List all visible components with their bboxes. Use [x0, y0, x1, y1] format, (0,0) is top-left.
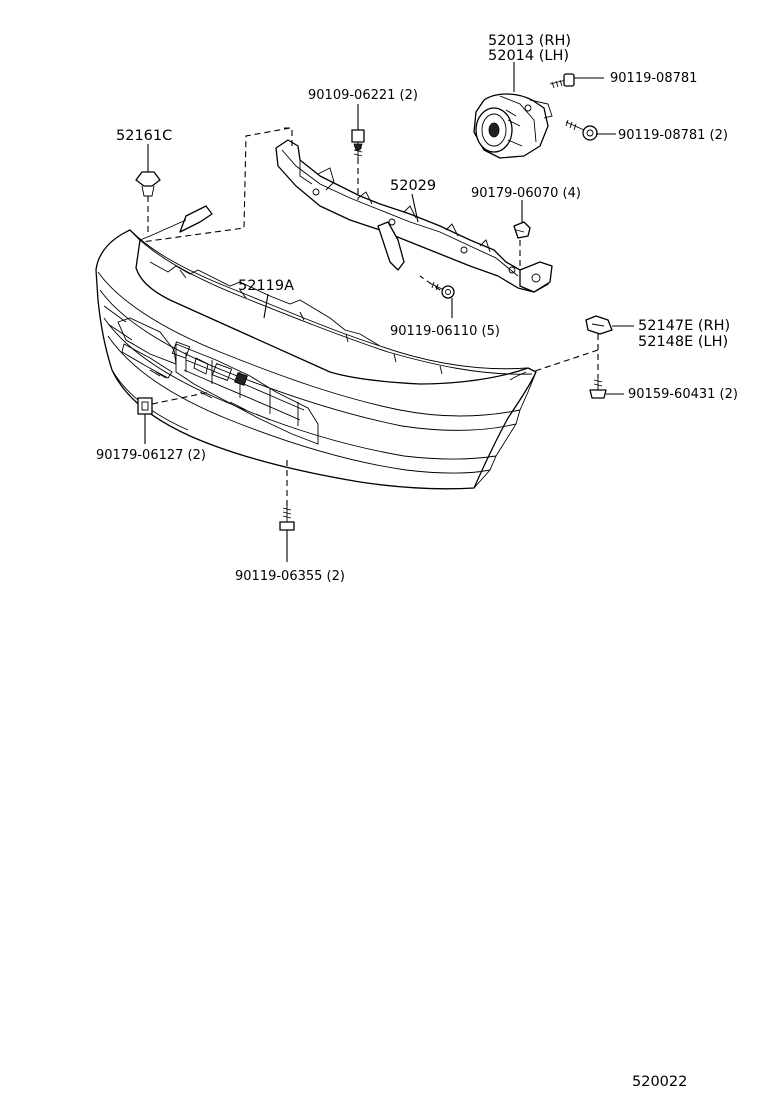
label-retainer-left: 52161C	[116, 128, 172, 144]
fog-lamp	[473, 93, 553, 159]
label-bolt-reinforcement: 90119-06110 (5)	[390, 324, 500, 339]
label-screw-lamp-lower: 90119-08781 (2)	[618, 128, 728, 143]
label-retainer-lh: 52148E (LH)	[638, 334, 728, 350]
label-retainer-rh: 52147E (RH)	[638, 318, 730, 334]
label-reinforcement: 52029	[390, 178, 436, 194]
label-lamp-lh: 52014 (LH)	[488, 48, 569, 64]
bolt-lower	[279, 506, 295, 531]
dashed-leaders	[141, 127, 599, 506]
label-bolt-upper: 90109-06221 (2)	[308, 88, 418, 103]
screw-lamp-lower	[565, 119, 598, 141]
retainer-side	[585, 315, 613, 335]
screw-lamp-upper	[549, 73, 575, 89]
screw-retainer	[589, 378, 607, 399]
bumper-reinforcement	[275, 139, 553, 293]
label-screw-retainer: 90159-60431 (2)	[628, 387, 738, 402]
label-nut-lower-left: 90179-06127 (2)	[96, 448, 206, 463]
retainer-left	[135, 171, 161, 197]
bolt-upper	[351, 129, 365, 158]
clip-right-upper	[513, 221, 531, 239]
label-screw-lamp-upper: 90119-08781	[610, 71, 697, 86]
label-lamp-rh: 52013 (RH)	[488, 33, 571, 49]
label-bumper-cover: 52119A	[238, 278, 294, 294]
nut-lower-left	[137, 397, 153, 415]
bumper-cover	[95, 205, 537, 490]
figure-number: 520022	[632, 1074, 687, 1090]
label-clip-right-upper: 90179-06070 (4)	[471, 186, 581, 201]
label-leaders	[144, 62, 634, 562]
bolt-reinforcement	[431, 281, 455, 299]
label-bolt-lower: 90119-06355 (2)	[235, 569, 345, 584]
